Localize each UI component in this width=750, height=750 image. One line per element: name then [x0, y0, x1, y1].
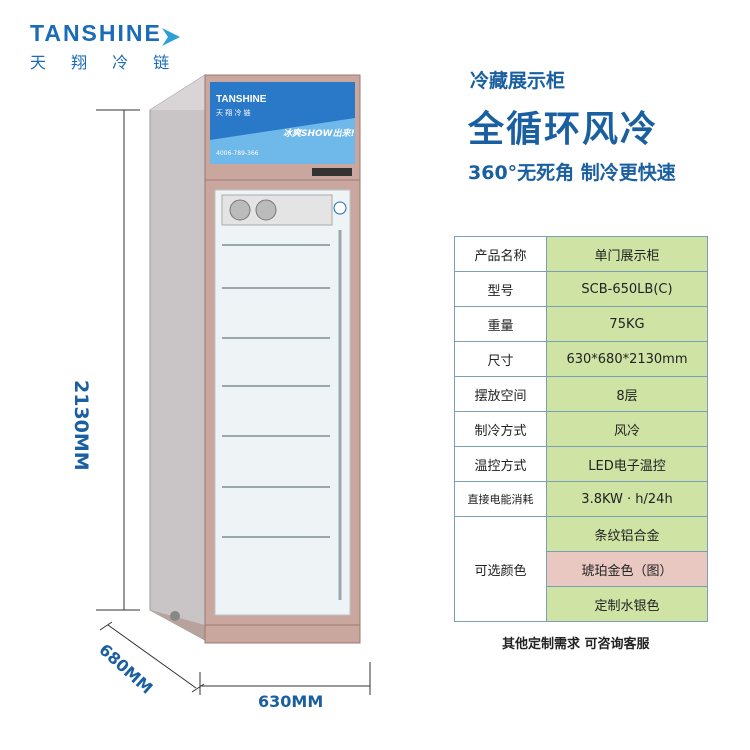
color-option: 条纹铝合金 [546, 516, 708, 552]
spec-key: 制冷方式 [454, 411, 547, 447]
spec-value: 630*680*2130mm [546, 341, 708, 377]
color-option-selected: 琥珀金色（图） [546, 551, 708, 587]
spec-key: 重量 [454, 306, 547, 342]
footer-note: 其他定制需求 可咨询客服 [502, 637, 650, 652]
color-option: 定制水银色 [546, 586, 708, 622]
spec-value: 75KG [546, 306, 708, 342]
spec-key: 尺寸 [454, 341, 547, 377]
brand-tagline: 天 翔 冷 链 [30, 53, 180, 72]
width-dimension: 630MM [258, 692, 324, 711]
slogan: 360°无死角 制冷更快速 [468, 162, 676, 184]
spec-row: 产品名称单门展示柜 [454, 236, 708, 272]
product-category: 冷藏展示柜 [470, 70, 566, 92]
color-row: 琥珀金色（图） [455, 551, 708, 587]
headline: 全循环风冷 [468, 109, 659, 150]
sign-promo: 冰爽SHOW出来! [283, 129, 355, 139]
height-dimension: 2130MM [70, 380, 92, 471]
spec-key: 摆放空间 [454, 376, 547, 412]
spec-key: 直接电能消耗 [454, 481, 547, 517]
spec-key: 型号 [454, 271, 547, 307]
spec-value: 3.8KW · h/24h [546, 481, 708, 517]
spec-value: 8层 [546, 376, 708, 412]
spec-value: 风冷 [546, 411, 708, 447]
spec-key: 温控方式 [454, 446, 547, 482]
arrow-logo-icon [162, 28, 180, 46]
color-row: 定制水银色 [455, 586, 708, 622]
color-row: 可选颜色 条纹铝合金 [454, 516, 708, 622]
spec-key: 产品名称 [454, 236, 547, 272]
spec-value: LED电子温控 [546, 446, 708, 482]
spec-value: SCB-650LB(C) [546, 271, 708, 307]
spec-row: 制冷方式风冷 [454, 411, 708, 447]
sign-phone: 4006-789-366 [216, 150, 259, 157]
spec-value: 单门展示柜 [546, 236, 708, 272]
brand-name: TANSHINE [30, 20, 162, 46]
sign-tagline: 天 翔 冷 链 [216, 109, 251, 117]
colors-label: 可选颜色 [454, 516, 547, 622]
brand-logo: TANSHINE 天 翔 冷 链 [30, 20, 180, 73]
sign-brand: TANSHINE [216, 94, 267, 105]
